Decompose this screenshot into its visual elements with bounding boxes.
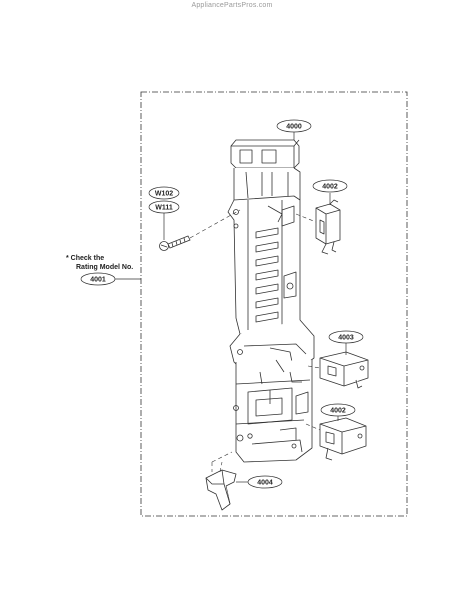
callout-4000: 4000 (276, 119, 312, 133)
assembly-boundary (140, 91, 408, 517)
svg-text:4002: 4002 (322, 184, 338, 191)
svg-text:4002: 4002 (330, 408, 346, 415)
svg-text:4004: 4004 (257, 480, 273, 487)
lever-guide (211, 451, 233, 473)
switch-upper-centerline (295, 213, 317, 223)
callout-4001: 4001 (80, 272, 116, 286)
rating-note-line1: * Check the (66, 255, 105, 262)
switch-4003-centerline (307, 365, 321, 369)
watermark: AppliancePartsPros.com (191, 2, 273, 9)
callout-4002-lower: 4002 (320, 403, 356, 417)
callout-4003: 4003 (328, 330, 364, 344)
callout-4004: 4004 (247, 475, 283, 489)
callout-w111: W111 (148, 200, 180, 214)
switch-4002-upper (315, 199, 341, 255)
svg-text:4001: 4001 (90, 277, 106, 284)
svg-text:W102: W102 (155, 191, 173, 198)
callout-w102: W102 (148, 186, 180, 200)
svg-text:4000: 4000 (286, 124, 302, 131)
screw-centerline (189, 209, 241, 239)
switch-4003 (319, 351, 369, 389)
callout-4002-upper: 4002 (312, 179, 348, 193)
rating-note: * Check the Rating Model No. (66, 254, 133, 272)
mounting-screw (159, 235, 191, 251)
latch-board (227, 139, 315, 463)
svg-text:W111: W111 (155, 205, 173, 212)
svg-text:4003: 4003 (338, 335, 354, 342)
switch-4002-lower (319, 417, 367, 461)
lever-4004 (205, 469, 237, 511)
rating-note-line2: Rating Model No. (76, 264, 134, 271)
switch-lower-centerline (305, 423, 321, 431)
